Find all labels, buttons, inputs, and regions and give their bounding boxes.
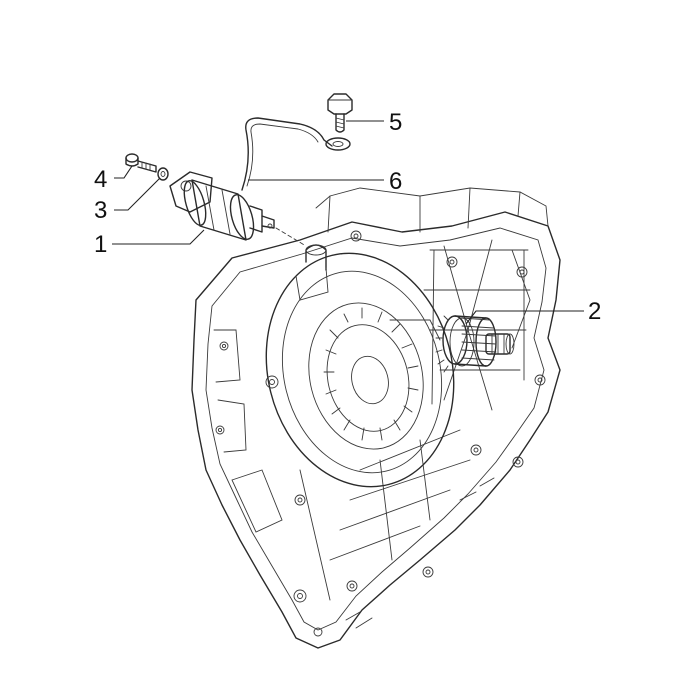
screw-small [125,153,157,173]
leader-lines [112,120,584,325]
callout-5: 5 [389,109,402,136]
starter-motor [169,171,307,247]
callout-2: 2 [588,298,601,325]
leader-4 [114,165,133,179]
bolt [327,93,353,133]
leader-1 [112,229,205,245]
crankcase [191,187,561,649]
leader-3 [114,177,161,211]
ground-cable [241,117,351,191]
callout-3: 3 [94,197,107,224]
leader-2 [465,310,584,325]
washer [157,167,169,181]
starter-gear [435,315,515,373]
callout-1: 1 [94,231,107,258]
callout-4: 4 [94,166,107,193]
callouts: 1 2 3 4 5 6 [94,109,601,325]
callout-6: 6 [389,168,402,195]
